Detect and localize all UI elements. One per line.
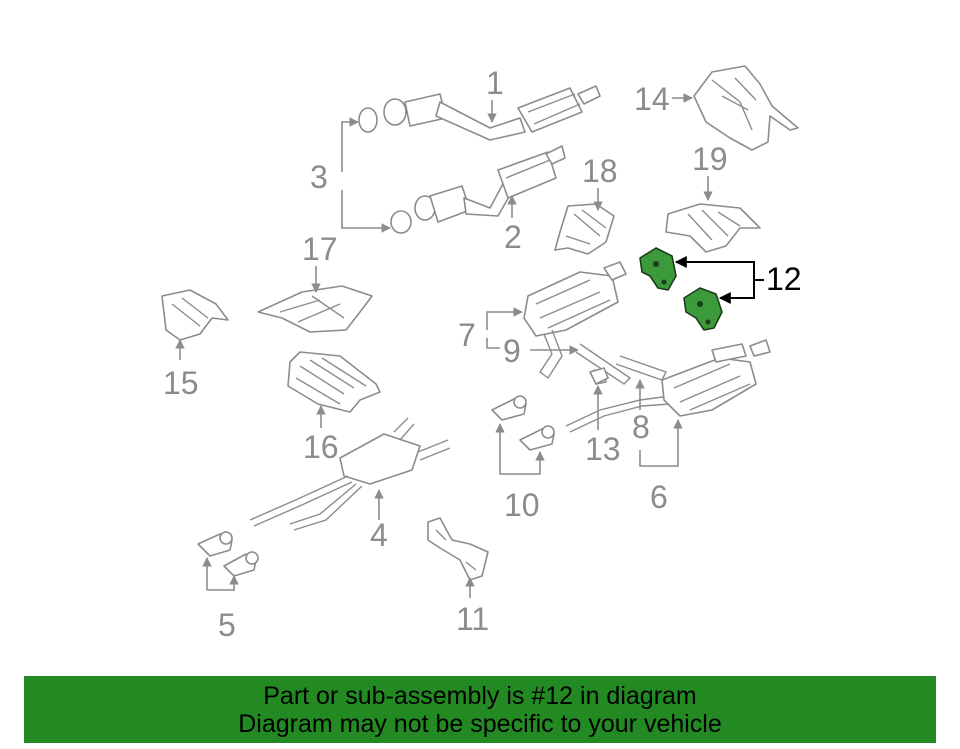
- part-18-heat-shield: [554, 203, 615, 255]
- callout-12: 12: [766, 261, 802, 297]
- part-12-bracket-upper: [639, 247, 677, 291]
- leader-lines: [175, 93, 764, 598]
- info-banner: Part or sub-assembly is #12 in diagram D…: [24, 676, 936, 743]
- part-12-bracket-lower: [683, 287, 723, 331]
- banner-line-2: Diagram may not be specific to your vehi…: [238, 709, 722, 738]
- callout-6: 6: [650, 479, 668, 515]
- callout-14: 14: [634, 81, 670, 117]
- callout-17: 17: [302, 231, 338, 267]
- callout-18: 18: [582, 153, 618, 189]
- part-14-heat-shield: [693, 65, 799, 151]
- part-7-muffler: [523, 261, 627, 380]
- callout-1: 1: [486, 65, 504, 101]
- callout-13: 13: [585, 431, 621, 467]
- callout-10: 10: [504, 487, 540, 523]
- banner-line-1: Part or sub-assembly is #12 in diagram: [263, 681, 697, 710]
- callout-3: 3: [310, 159, 328, 195]
- part-2-front-pipe-converter: [390, 145, 566, 234]
- callout-labels: 1 2 3 4 5 6 7 8 9 10 11 12 13 14 15 16 1…: [163, 65, 802, 643]
- callout-19: 19: [692, 141, 728, 177]
- callout-15: 15: [163, 365, 199, 401]
- part-15-heat-shield: [161, 289, 229, 341]
- callout-9: 9: [503, 333, 521, 369]
- callout-11: 11: [456, 601, 489, 637]
- callout-2: 2: [504, 219, 522, 255]
- callout-16: 16: [303, 429, 339, 465]
- callout-4: 4: [370, 517, 388, 553]
- callout-7: 7: [458, 317, 476, 353]
- part-16-heat-shield: [287, 351, 381, 413]
- part-13-clamp: [589, 367, 609, 385]
- part-11-bracket: [427, 517, 489, 581]
- callout-5: 5: [218, 607, 236, 643]
- part-17-heat-shield: [257, 285, 373, 333]
- part-19-heat-shield: [665, 203, 761, 253]
- part-1-front-pipe-converter: [358, 85, 601, 141]
- part-9-bracket: [575, 343, 667, 385]
- callout-8: 8: [632, 409, 650, 445]
- part-4-intermediate-pipe: [249, 417, 451, 531]
- part-6-muffler: [565, 339, 771, 433]
- part-5-hangers: [197, 531, 259, 577]
- part-10-hangers: [491, 395, 555, 451]
